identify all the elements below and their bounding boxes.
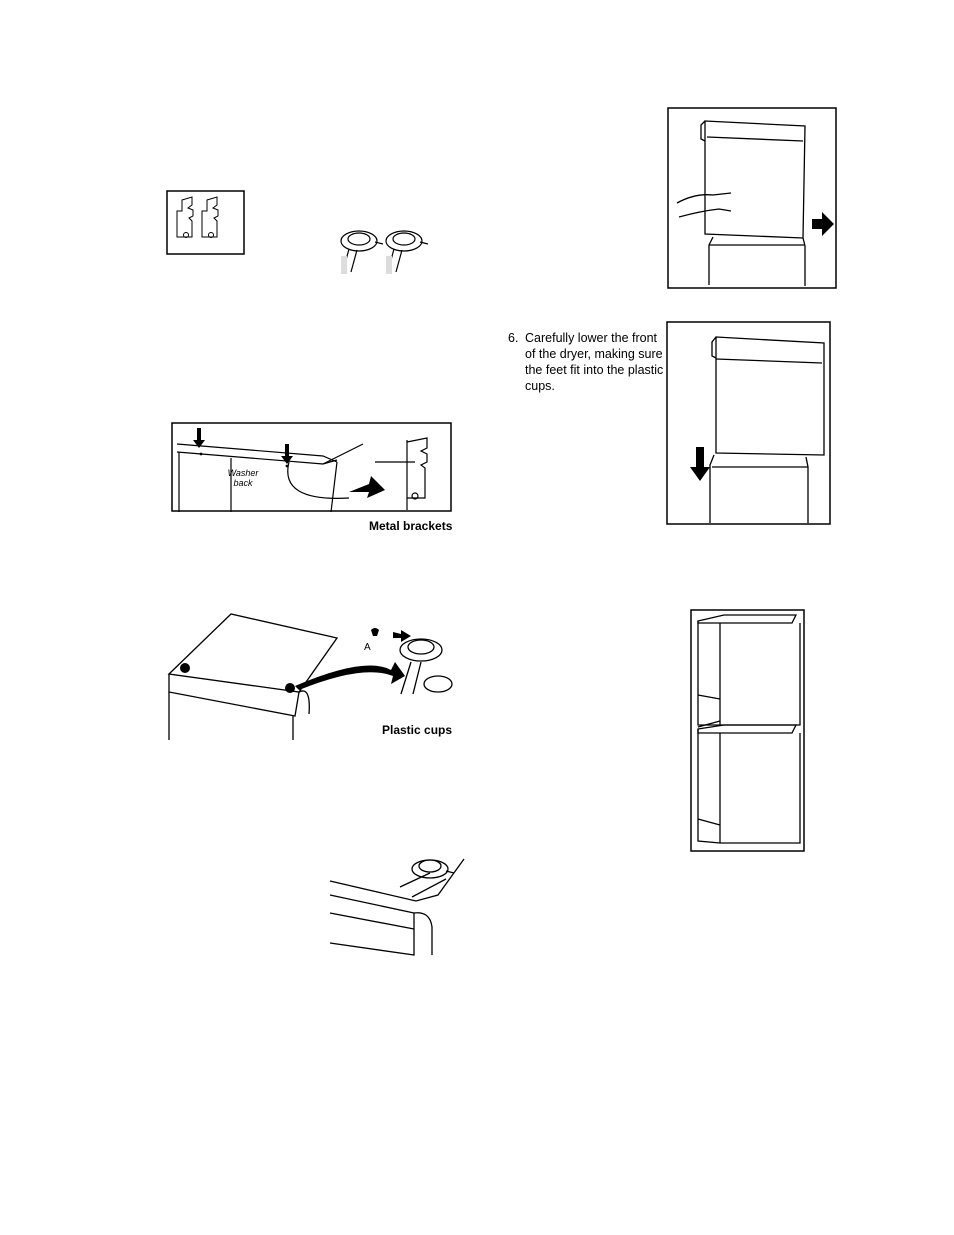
plastic-cups-illustration: A bbox=[165, 610, 465, 740]
lift-dryer-illustration bbox=[667, 107, 838, 290]
step-6-instruction: 6. Carefully lower the front of the drye… bbox=[508, 330, 668, 394]
lower-dryer-illustration bbox=[666, 321, 832, 526]
marker-a-label: A bbox=[364, 642, 371, 653]
step-text: Carefully lower the front of the dryer, … bbox=[525, 330, 668, 394]
washer-back-label: Washer back bbox=[223, 468, 263, 488]
metal-brackets-caption: Metal brackets bbox=[369, 519, 452, 533]
brackets-thumbnail bbox=[166, 190, 246, 256]
cup-on-edge-illustration bbox=[326, 853, 470, 961]
step-number: 6. bbox=[508, 330, 518, 346]
plastic-cups-caption: Plastic cups bbox=[382, 723, 452, 737]
stacked-units-illustration bbox=[690, 609, 806, 853]
metal-brackets-illustration: Washer back bbox=[171, 422, 453, 514]
plastic-cups-thumbnail bbox=[335, 222, 435, 276]
